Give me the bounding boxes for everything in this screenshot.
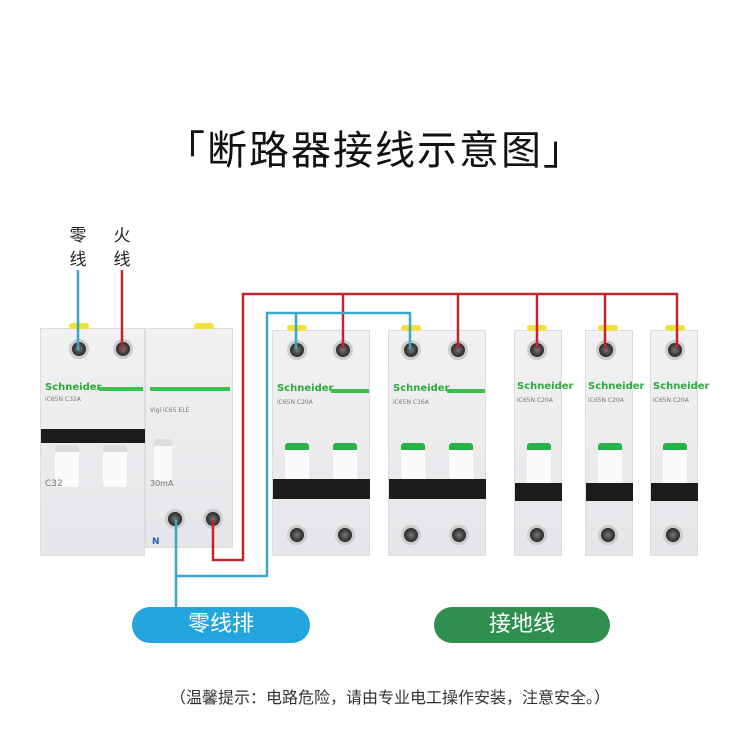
brand-logo: Schneider [277, 383, 334, 394]
brand-logo: Schneider [393, 383, 450, 394]
label-char: 线 [113, 250, 131, 270]
rating-label: 30mA [150, 479, 174, 488]
model-label: iC65N C20A [277, 399, 313, 406]
single-pole-breaker: Schneider iC65N C20A [585, 325, 644, 556]
terminal-icon [598, 525, 618, 545]
terminal-icon [401, 525, 421, 545]
model-label: iC65N C20A [588, 397, 624, 404]
ground-wire-label: 接地线 [434, 607, 610, 643]
model-label: iC65N C16A [393, 399, 429, 406]
model-label: Vigi iC65 ELE [150, 407, 190, 414]
brand-logo: Schneider [588, 381, 645, 392]
main-breaker: Schneider iC65N C32A C32 [40, 323, 145, 556]
label-char: 零 [69, 226, 87, 246]
model-label: iC65N C32A [45, 396, 81, 403]
live-wire-label: 火线 [112, 224, 132, 272]
single-pole-breaker: Schneider iC65N C20A [514, 325, 573, 556]
brand-logo: Schneider [653, 381, 710, 392]
safety-note: （温馨提示：电路危险，请由专业电工操作安装，注意安全。） [170, 688, 611, 707]
brand-logo: Schneider [45, 382, 102, 393]
neutral-wire-bus [176, 311, 412, 578]
model-label: iC65N C20A [653, 397, 689, 404]
terminal-icon [287, 525, 307, 545]
label-char: 火 [113, 226, 131, 246]
terminal-icon [449, 525, 469, 545]
neutral-wire-label: 零线 [68, 224, 88, 272]
terminal-icon [527, 525, 547, 545]
neutral-bar-label: 零线排 [132, 607, 310, 643]
live-wire-bus [211, 292, 679, 562]
rating-label: C32 [45, 479, 63, 489]
terminal-icon [335, 525, 355, 545]
double-pole-breaker: Schneider iC65N C20A [272, 325, 370, 556]
diagram-title: 「断路器接线示意图」 [165, 128, 585, 174]
terminal-icon [663, 525, 683, 545]
model-label: iC65N C20A [517, 397, 553, 404]
single-pole-breaker: Schneider iC65N C20A [650, 325, 709, 556]
rcd-module: Vigi iC65 ELE 30mA N [145, 323, 233, 548]
terminal-icon [665, 340, 685, 360]
n-mark: N [152, 537, 160, 547]
label-char: 线 [69, 250, 87, 270]
brand-logo: Schneider [517, 381, 574, 392]
